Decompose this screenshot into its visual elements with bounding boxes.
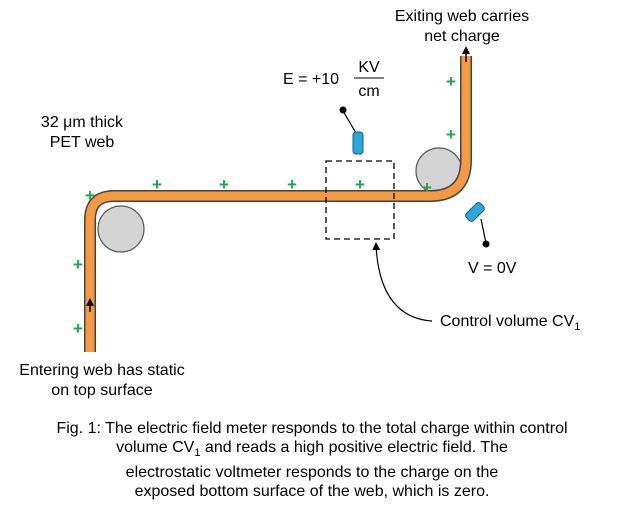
efield-probe-terminal	[339, 106, 347, 114]
control-volume-leader	[372, 242, 433, 322]
caption-line: exposed bottom surface of the web, which…	[134, 483, 490, 501]
caption-line: Fig. 1: The electric field meter respond…	[56, 420, 568, 437]
voltmeter-probe-terminal	[482, 240, 490, 248]
charge-plus: +	[85, 186, 95, 205]
exiting-label: net charge	[424, 28, 500, 45]
charge-plus: +	[446, 125, 456, 144]
voltage-label: V = 0V	[468, 260, 517, 277]
efield-probe-icon	[352, 131, 364, 155]
entering-label: on top surface	[51, 382, 153, 399]
charge-plus: +	[73, 319, 83, 338]
efield-label: E = +10	[283, 71, 339, 88]
efield-probe-lead	[342, 110, 357, 134]
voltmeter-probe-lead	[480, 218, 487, 244]
efield-unit-numerator: KV	[358, 59, 380, 76]
charge-plus: +	[219, 175, 229, 194]
caption-line: electrostatic voltmeter responds to the …	[125, 464, 499, 482]
charge-plus: +	[287, 175, 297, 194]
roller-left	[97, 205, 145, 253]
voltmeter-probe-icon	[465, 202, 485, 222]
exiting-label: Exiting web carries	[395, 8, 529, 25]
thickness-label: 32 μm thick	[41, 114, 124, 131]
charge-plus: +	[152, 175, 162, 194]
caption-line: volume CV1 and reads a high positive ele…	[116, 439, 508, 460]
charge-plus: +	[446, 72, 456, 91]
efield-unit-denominator: cm	[358, 83, 379, 100]
charge-plus: +	[355, 175, 365, 194]
pet-web-outline	[84, 56, 472, 352]
charge-plus: +	[73, 255, 83, 274]
figure-caption: Fig. 1: The electric field meter respond…	[0, 419, 624, 501]
charge-plus: +	[422, 178, 432, 197]
entering-label: Entering web has static	[19, 362, 184, 379]
control-volume-label: Control volume CV1	[440, 313, 580, 333]
pet-web	[85, 56, 471, 352]
thickness-label: PET web	[50, 134, 115, 151]
control-volume-box	[325, 160, 395, 240]
